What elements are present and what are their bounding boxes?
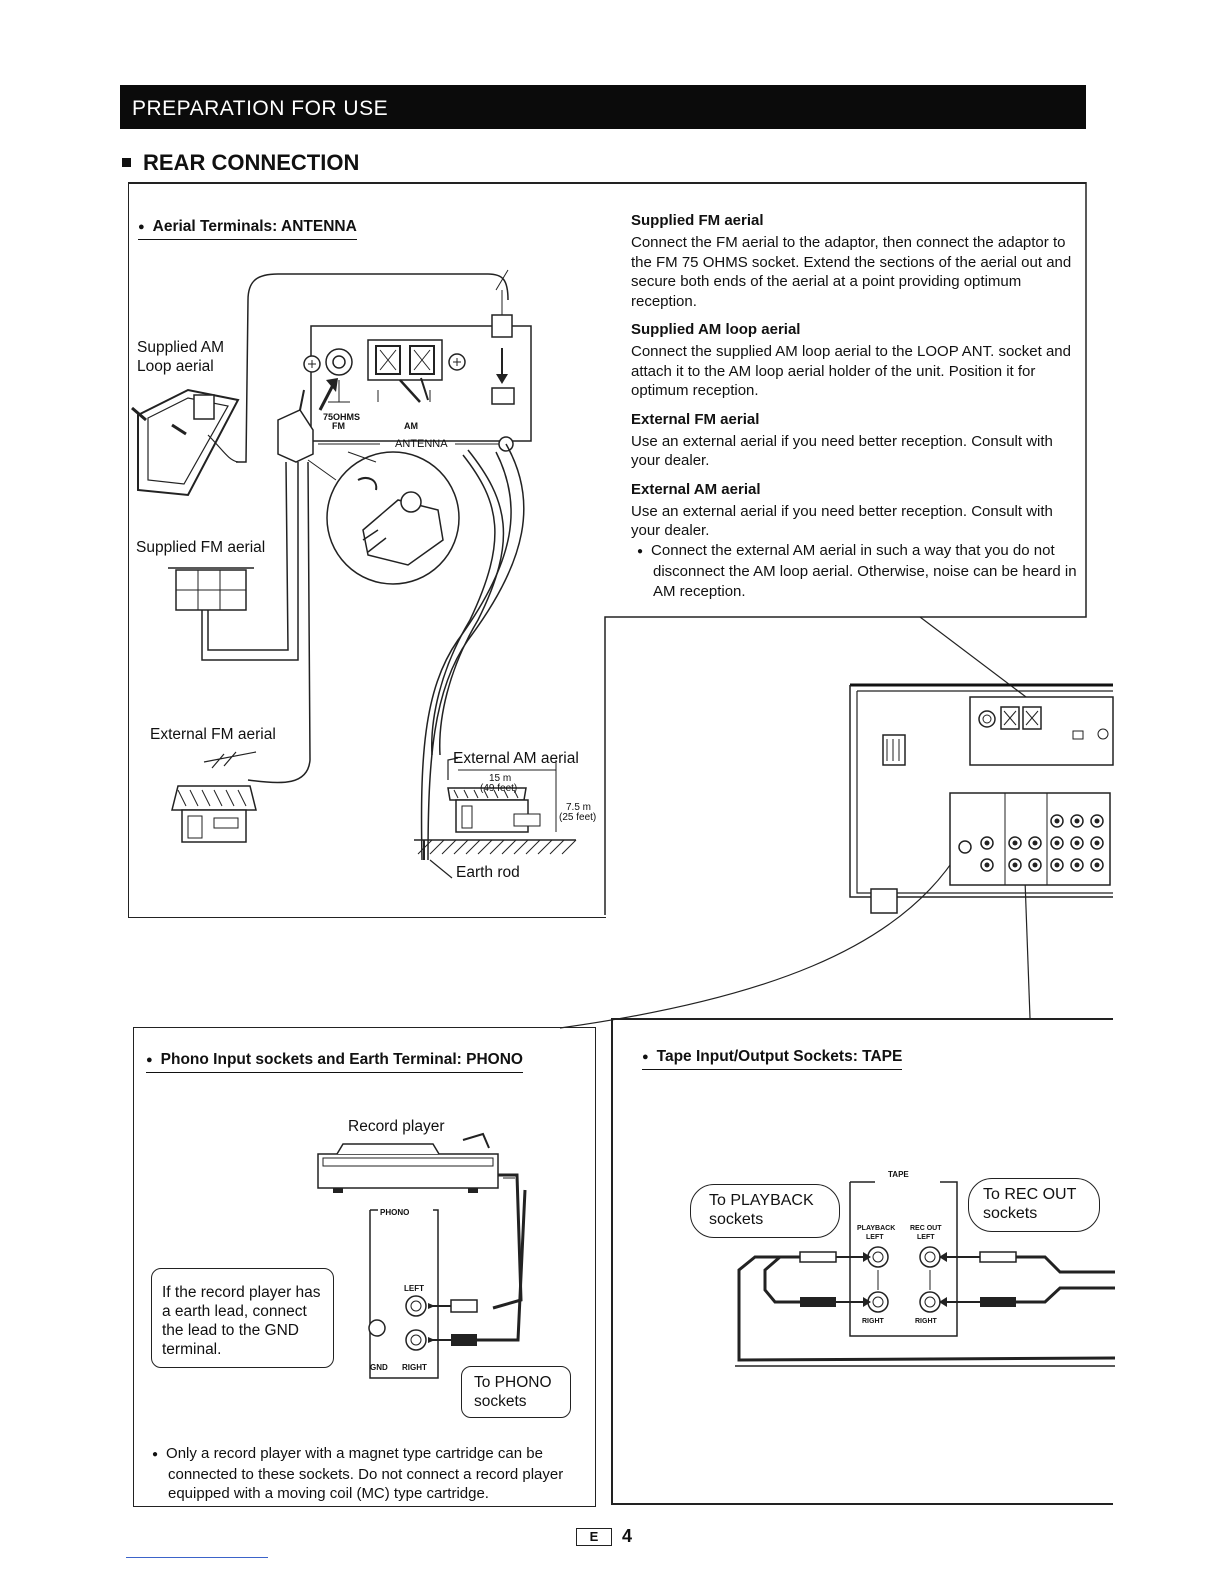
gnd-label: GND	[370, 1363, 388, 1372]
am-external-label: External AM aerial	[453, 750, 579, 767]
playback-label: PLAYBACK	[857, 1225, 896, 1232]
tape-panel-top	[611, 1018, 1113, 1020]
distance-v-2: (25 feet)	[559, 812, 597, 823]
instr-am-loop-body: Connect the supplied AM loop aerial to t…	[631, 343, 1071, 399]
fm-socket-label: 75OHMS	[323, 412, 361, 422]
record-player-label: Record player	[348, 1118, 445, 1135]
to-playback-callout: To PLAYBACK sockets	[690, 1184, 840, 1238]
am-terminal-label: AM	[404, 421, 418, 431]
am-loop-label-1: Supplied AM	[137, 339, 225, 356]
recout-left-label: LEFT	[917, 1234, 935, 1241]
to-rec-out-line1: To REC OUT	[983, 1186, 1077, 1203]
to-playback-line1: To PLAYBACK	[709, 1192, 814, 1209]
instruction-text: Supplied FM aerial Connect the FM aerial…	[631, 208, 1081, 601]
to-phono-line1: To PHONO	[474, 1374, 552, 1391]
instr-am-external-body: Use an external aerial if you need bette…	[631, 502, 1053, 540]
to-rec-out-callout: To REC OUT sockets	[968, 1178, 1100, 1232]
to-phono-line2: sockets	[474, 1393, 527, 1410]
unit-rear-illustration	[849, 683, 1114, 914]
tape-label: TAPE	[888, 1170, 909, 1179]
square-bullet-icon	[122, 157, 131, 167]
phono-heading: Phono Input sockets and Earth Terminal: …	[146, 1051, 523, 1073]
phono-label: PHONO	[380, 1208, 410, 1217]
instr-fm-external-body: Use an external aerial if you need bette…	[631, 432, 1053, 470]
antenna-diagram	[131, 269, 577, 879]
phono-diagram	[317, 1132, 527, 1379]
fm-external-label: External FM aerial	[150, 726, 276, 743]
am-loop-label-2: Loop aerial	[137, 358, 214, 375]
tape-panel-bottom	[611, 1503, 1113, 1505]
page-number: 4	[622, 1526, 633, 1546]
instr-am-external-bullet: Connect the external AM aerial in such a…	[631, 541, 1081, 602]
to-rec-out-line2: sockets	[983, 1205, 1038, 1222]
earth-rod-label: Earth rod	[456, 864, 520, 881]
instr-fm-supplied-body: Connect the FM aerial to the adaptor, th…	[631, 234, 1072, 310]
instr-am-external-title: External AM aerial	[631, 480, 761, 498]
earth-lead-callout: If the record player has a earth lead, c…	[151, 1268, 334, 1368]
playback-left-label: LEFT	[866, 1234, 884, 1241]
to-playback-line2: sockets	[709, 1211, 764, 1228]
instr-fm-external-title: External FM aerial	[631, 410, 760, 428]
phono-panel	[133, 1027, 596, 1507]
fm-socket-label-2: FM	[332, 421, 345, 431]
section-title: REAR CONNECTION	[122, 150, 359, 176]
antenna-label: ANTENNA	[395, 438, 448, 450]
playback-right-label: RIGHT	[862, 1318, 884, 1325]
language-badge: E	[576, 1528, 612, 1546]
antenna-heading: Aerial Terminals: ANTENNA	[138, 218, 357, 240]
distance-h-1: 15 m	[489, 773, 512, 784]
banner-title: PREPARATION FOR USE	[132, 97, 389, 120]
distance-v-1: 7.5 m	[566, 802, 592, 813]
phono-note: Only a record player with a magnet type …	[146, 1444, 608, 1503]
header-banner: PREPARATION FOR USE	[120, 85, 1086, 129]
instr-am-loop-title: Supplied AM loop aerial	[631, 321, 801, 338]
section-title-text: REAR CONNECTION	[143, 150, 360, 175]
panel-top-rule	[128, 182, 1086, 184]
tape-diagram	[735, 1181, 1115, 1367]
rec-out-label: REC OUT	[910, 1225, 942, 1232]
instr-fm-supplied-title: Supplied FM aerial	[631, 212, 764, 229]
tape-panel-left	[611, 1018, 613, 1504]
recout-right-label: RIGHT	[915, 1318, 937, 1325]
footer-rule	[126, 1557, 268, 1558]
tape-heading: Tape Input/Output Sockets: TAPE	[642, 1048, 903, 1070]
phono-left-label: LEFT	[404, 1284, 424, 1293]
to-phono-callout: To PHONO sockets	[461, 1366, 571, 1418]
fm-supplied-label: Supplied FM aerial	[136, 539, 266, 556]
distance-h-2: (49 feet)	[480, 783, 518, 794]
phono-right-label: RIGHT	[402, 1363, 427, 1372]
